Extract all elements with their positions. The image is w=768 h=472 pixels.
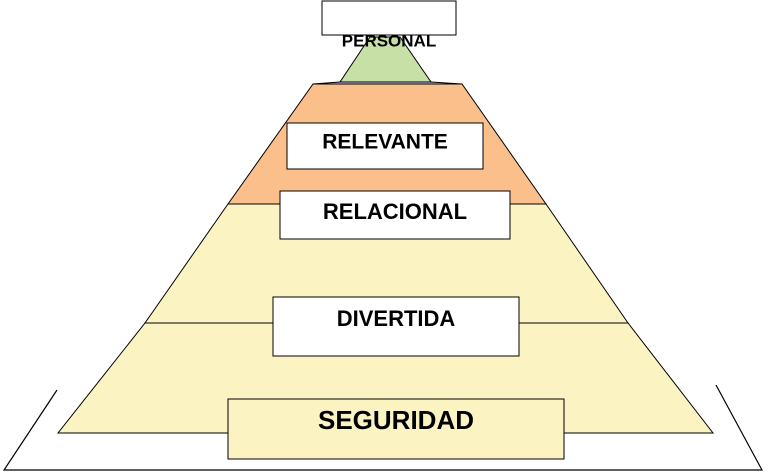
seguridad-label: SEGURIDAD [318,405,474,435]
divertida-label: DIVERTIDA [337,306,456,331]
divertida-box [272,296,520,357]
personal-label: PERSONAL [342,31,436,50]
personal-box [321,0,457,36]
relacional-label: RELACIONAL [323,199,467,224]
relacional-box [279,190,511,240]
relevante-label: RELEVANTE [322,131,448,154]
seguridad-box [227,398,565,460]
band-personal-apex [339,36,432,83]
relevante-box [286,122,484,170]
base-bracket [2,384,764,471]
